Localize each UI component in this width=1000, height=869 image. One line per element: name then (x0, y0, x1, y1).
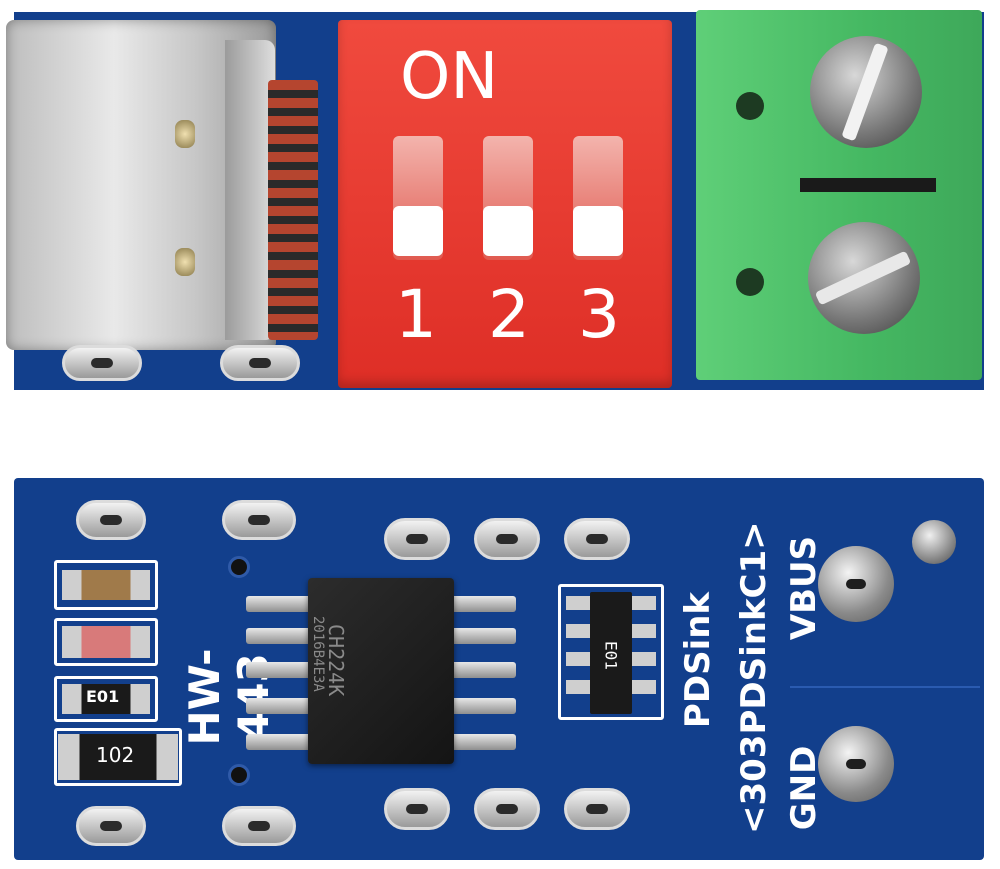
chip-line2: 2016B4E3A (310, 616, 326, 692)
solder-pad (564, 788, 630, 830)
via (228, 764, 250, 786)
chip-pin (246, 662, 312, 678)
solder-pad (76, 500, 146, 540)
smd-resistor-102 (58, 734, 178, 780)
gnd-solder-joint (818, 726, 894, 802)
dip-lever-2[interactable] (483, 136, 533, 260)
gnd-label: GND (784, 745, 824, 831)
chip-pin (450, 662, 516, 678)
resistor-array (590, 592, 632, 714)
solder-pad (62, 345, 142, 381)
led (62, 626, 150, 658)
dip-knob (483, 206, 533, 256)
usb-c-rivet (175, 120, 195, 148)
component-outline (54, 728, 182, 786)
pdsink-c1-label: <303PDSinkC1> (734, 521, 774, 834)
dip-knob (393, 206, 443, 256)
solder-pad (564, 518, 630, 560)
switch-number-2: 2 (488, 276, 530, 353)
usb-c-pins (268, 80, 318, 340)
switch-on-label: ON (400, 40, 499, 114)
usb-c-rivet (175, 248, 195, 276)
solder-pad (222, 806, 296, 846)
chip-pin (450, 596, 516, 612)
chip-pin (246, 596, 312, 612)
chip-pin (246, 734, 312, 750)
solder-pad (474, 788, 540, 830)
switch-number-1: 1 (395, 276, 437, 353)
dip-lever-3[interactable] (573, 136, 623, 260)
resistor-label: 102 (96, 743, 135, 767)
mounting-pad (912, 520, 956, 564)
chip-pin (450, 698, 516, 714)
smd-capacitor (62, 570, 150, 600)
terminal-hole (736, 268, 764, 296)
dip-knob (573, 206, 623, 256)
chip-marking: CH224K 2016B4E3A (310, 600, 438, 740)
chip-line1: CH224K (324, 624, 348, 697)
solder-pad (384, 518, 450, 560)
solder-pad (474, 518, 540, 560)
solder-pad (384, 788, 450, 830)
component-outline (54, 618, 158, 666)
switch-number-3: 3 (578, 276, 620, 353)
board-divider (790, 686, 980, 688)
array-label: E01 (601, 641, 621, 670)
chip-pin (450, 734, 516, 750)
chip-pin (246, 628, 312, 644)
dip-lever-1[interactable] (393, 136, 443, 260)
pdsink-label: PDSink (678, 591, 718, 729)
terminal-divider (800, 178, 936, 192)
smd-resistor-e01 (62, 684, 150, 714)
component-outline (54, 560, 158, 610)
ch224k-chip (308, 578, 454, 764)
top-board: ON 1 2 3 (0, 10, 1000, 392)
chip-pin (246, 698, 312, 714)
chip-pin (450, 628, 516, 644)
via (228, 556, 250, 578)
usb-c-shield-edge (225, 40, 275, 340)
solder-pad (222, 500, 296, 540)
vbus-solder-joint (818, 546, 894, 622)
solder-pad (220, 345, 300, 381)
cap-label: E01 (86, 687, 120, 706)
component-outline (558, 584, 664, 720)
solder-pad (76, 806, 146, 846)
terminal-hole (736, 92, 764, 120)
component-outline (54, 676, 158, 722)
